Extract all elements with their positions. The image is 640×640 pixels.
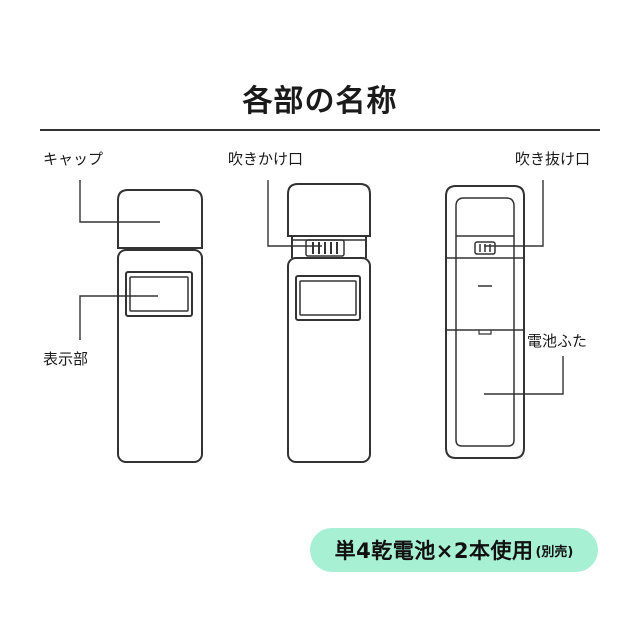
leader-display — [79, 295, 158, 340]
label-cap: キャップ — [43, 150, 104, 168]
page-title: 各部の名称 — [242, 84, 398, 119]
leader-cap — [79, 180, 160, 223]
label-blow-out-port: 吹き抜け口 — [515, 150, 591, 168]
battery-requirement-badge: 単4乾電池×2本使用 (別売) — [310, 528, 598, 572]
label-battery-cover: 電池ふた — [527, 332, 588, 350]
label-display: 表示部 — [43, 350, 89, 368]
device-back — [445, 185, 525, 459]
leader-blow-port — [267, 180, 322, 247]
device-front-uncapped — [287, 183, 371, 463]
leader-lines — [79, 180, 564, 395]
badge-main-text: 単4乾電池×2本使用 — [334, 539, 534, 563]
leader-battery-cover — [484, 356, 564, 395]
device-front-capped — [117, 189, 203, 463]
leader-blow-out-port — [484, 180, 544, 247]
badge-sub-text: (別売) — [535, 544, 574, 560]
label-blow-port: 吹きかけ口 — [228, 150, 304, 168]
title-divider — [40, 129, 600, 131]
